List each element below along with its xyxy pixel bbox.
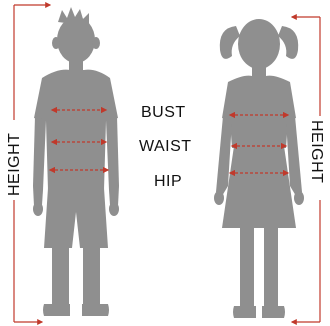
girl-silhouette	[214, 19, 304, 318]
boy-silhouette	[33, 7, 119, 316]
height-label-right: HEIGHT	[307, 120, 325, 183]
waist-label: WAIST	[139, 138, 192, 156]
bust-label: BUST	[141, 104, 186, 122]
hip-label: HIP	[154, 173, 182, 191]
height-label-left: HEIGHT	[6, 133, 24, 196]
